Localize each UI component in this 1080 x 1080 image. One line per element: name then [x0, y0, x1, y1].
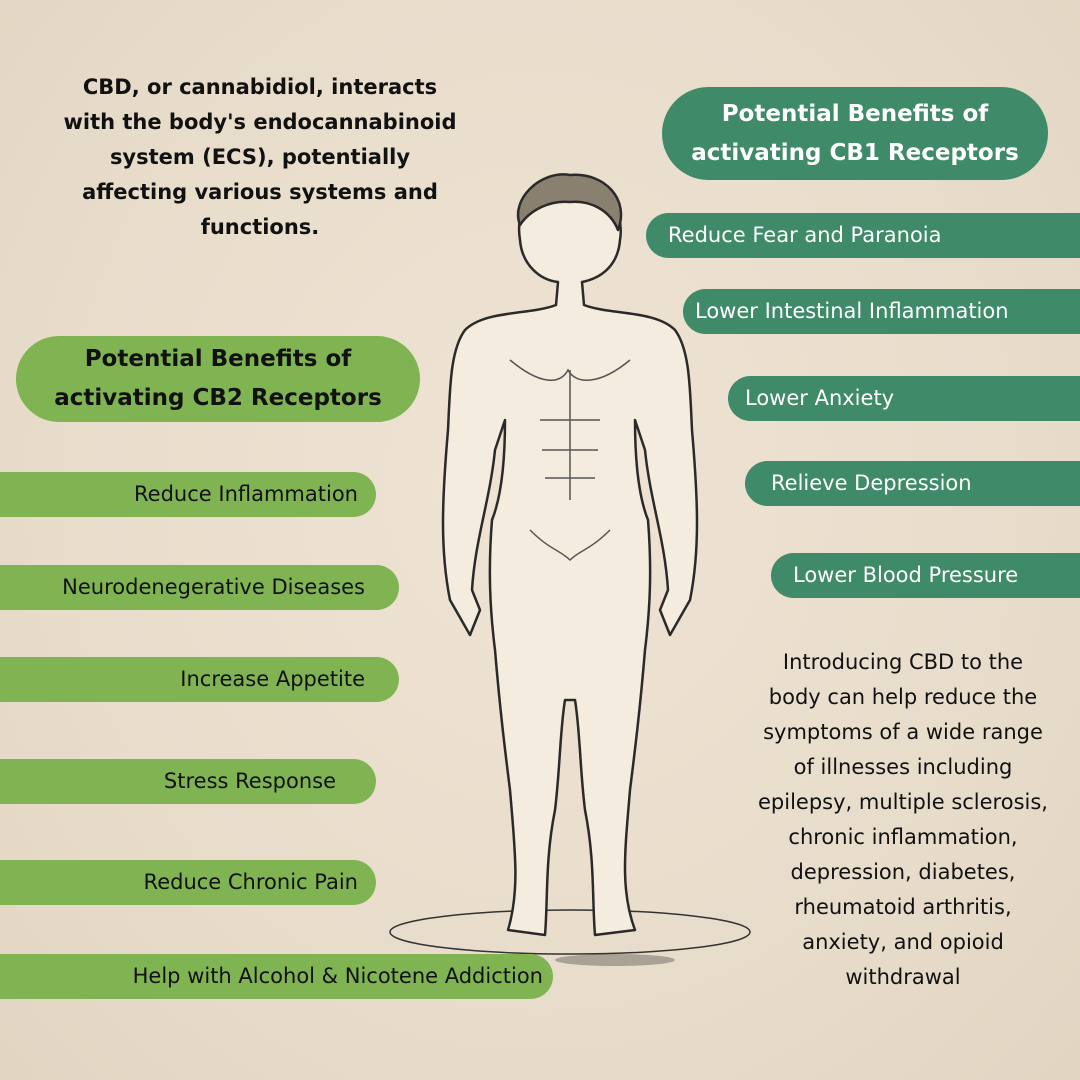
cb2-item: Neurodenegerative Diseases: [0, 565, 399, 610]
intro-text: CBD, or cannabidiol, interacts with the …: [63, 75, 457, 239]
cb1-item: Lower Anxiety: [728, 376, 1080, 421]
cb2-item: Reduce Inflammation: [0, 472, 376, 517]
outro-text: Introducing CBD to the body can help red…: [758, 650, 1048, 989]
cb1-item: Relieve Depression: [745, 461, 1080, 506]
cb2-item: Reduce Chronic Pain: [0, 860, 376, 905]
cb1-item: Reduce Fear and Paranoia: [646, 213, 1080, 258]
cb1-header: Potential Benefits of activating CB1 Rec…: [662, 87, 1048, 180]
human-figure-illustration: [389, 173, 751, 966]
cb2-item: Stress Response: [0, 759, 376, 804]
cb1-item: Lower Intestinal Inflammation: [683, 289, 1080, 334]
cb2-item: Increase Appetite: [0, 657, 399, 702]
cb1-item: Lower Blood Pressure: [771, 553, 1080, 598]
cb2-item: Help with Alcohol & Nicotene Addiction: [0, 954, 553, 999]
cb2-header: Potential Benefits of activating CB2 Rec…: [16, 336, 420, 422]
